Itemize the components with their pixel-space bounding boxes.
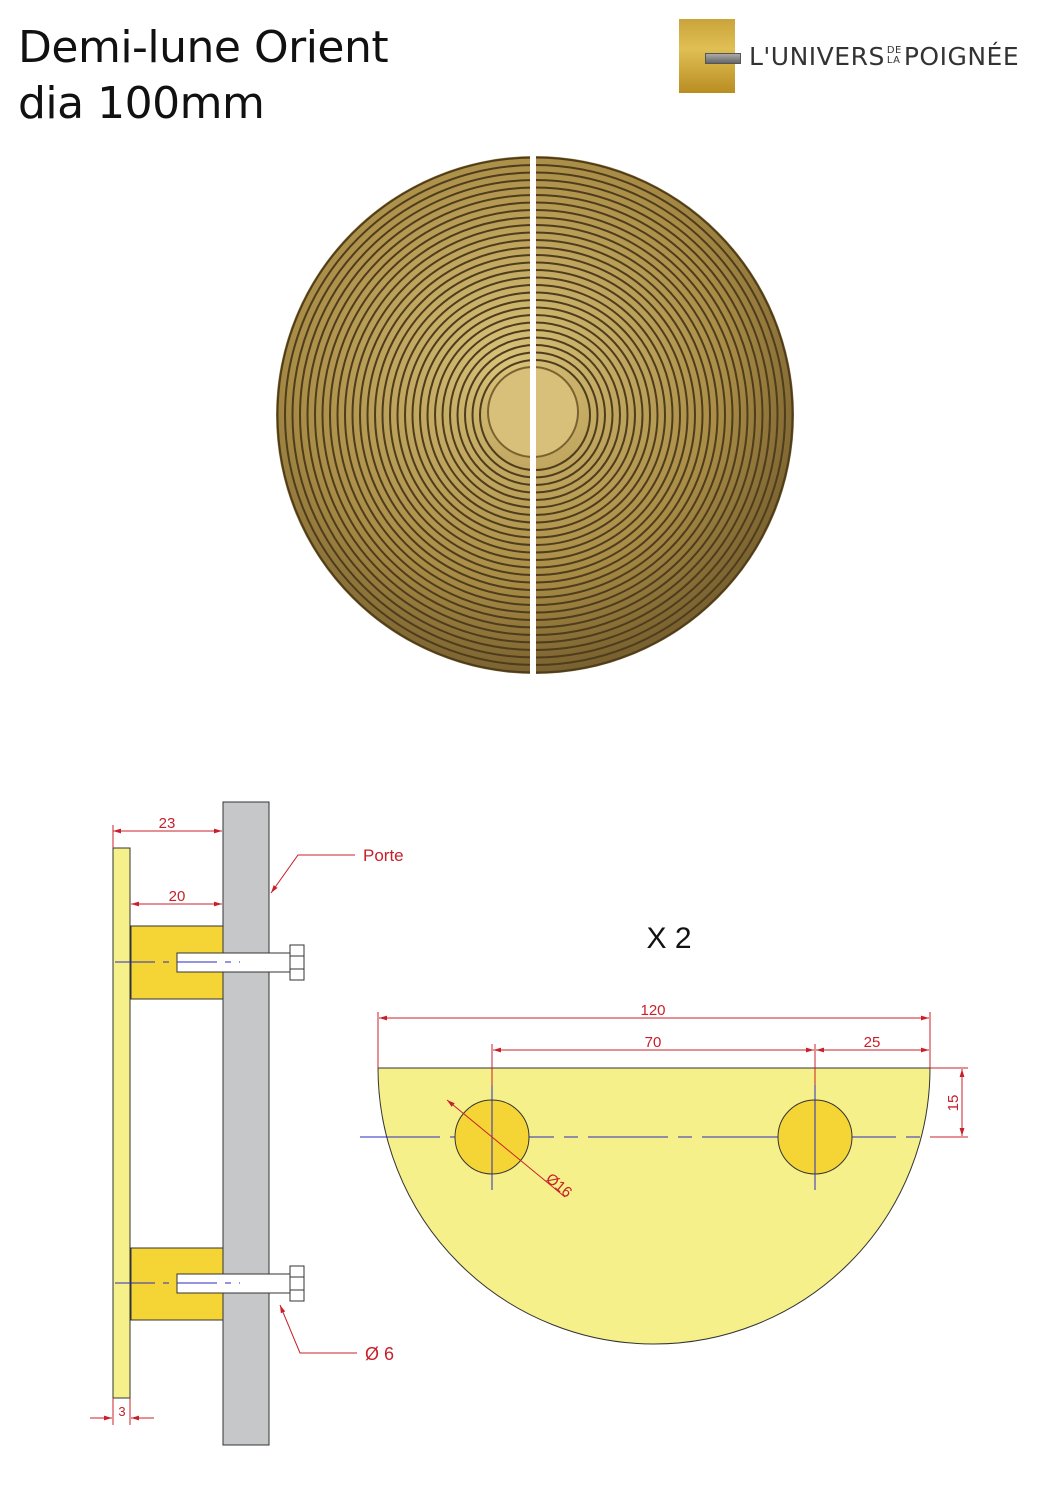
logo-small-bottom: LA [886, 55, 901, 66]
screw-label: Ø 6 [365, 1344, 394, 1364]
title-line-1: Demi-lune Orient [18, 22, 389, 73]
dim-70: 70 [645, 1034, 662, 1051]
logo-text-2: POIGNÉE [903, 41, 1020, 71]
dim-25: 25 [864, 1034, 881, 1051]
dim-20: 20 [169, 888, 186, 905]
side-view-diagram: 23 20 Porte Ø 6 3 [90, 801, 404, 1446]
dim-15: 15 [945, 1095, 962, 1112]
bolt-head-bottom [289, 1265, 305, 1302]
bolt-head-top [289, 944, 305, 981]
logo-text-1: L'UNIVERS [749, 41, 885, 71]
dim-120: 120 [640, 1002, 665, 1019]
logo-mark-icon [679, 19, 741, 93]
half-moon-plate [377, 1067, 931, 1345]
front-view-diagram: X 2 Ø16 120 70 25 15 [360, 922, 968, 1345]
title-line-2: dia 100mm [18, 78, 265, 129]
quantity-label: X 2 [646, 922, 691, 955]
door-label: Porte [363, 846, 404, 865]
dim-3: 3 [118, 1404, 125, 1419]
door [222, 801, 270, 1446]
plate [112, 847, 131, 1399]
logo-small-top: DE [886, 45, 902, 56]
dim-23: 23 [159, 815, 176, 832]
split-gap [530, 150, 536, 680]
page-title: Demi-lune Orient dia 100mm [18, 20, 389, 132]
product-photo [276, 150, 794, 680]
